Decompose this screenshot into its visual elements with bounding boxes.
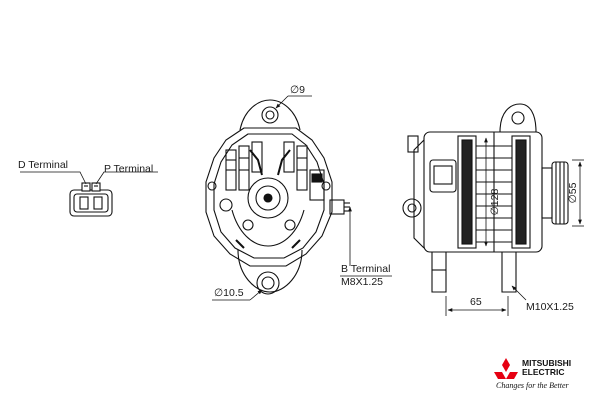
d-terminal-label: D Terminal	[18, 159, 68, 171]
connector-leaders	[20, 171, 158, 185]
p-terminal-label: P Terminal	[104, 163, 153, 175]
brand-name-line2: ELECTRIC	[522, 367, 565, 377]
dia-9-label: ∅9	[290, 84, 305, 96]
dim-65-label: 65	[470, 296, 482, 308]
side-view-dimensions	[445, 137, 584, 316]
dia-55-label: ∅55	[567, 182, 579, 203]
rear-view	[205, 99, 350, 295]
dia-10-5-label: ∅10.5	[214, 287, 244, 299]
b-thread-label: M8X1.25	[341, 276, 383, 288]
mitsubishi-logo-icon	[494, 358, 518, 379]
side-view	[402, 103, 569, 293]
m10-label: M10X1.25	[526, 301, 574, 313]
b-terminal-label: B Terminal	[341, 263, 390, 275]
brand-name-line1: MITSUBISHI	[522, 358, 571, 368]
brand-tagline: Changes for the Better	[496, 381, 570, 390]
rear-view-dimensions	[212, 95, 392, 301]
dia-128-label: ∅128	[489, 189, 501, 216]
connector-plug	[69, 182, 113, 217]
